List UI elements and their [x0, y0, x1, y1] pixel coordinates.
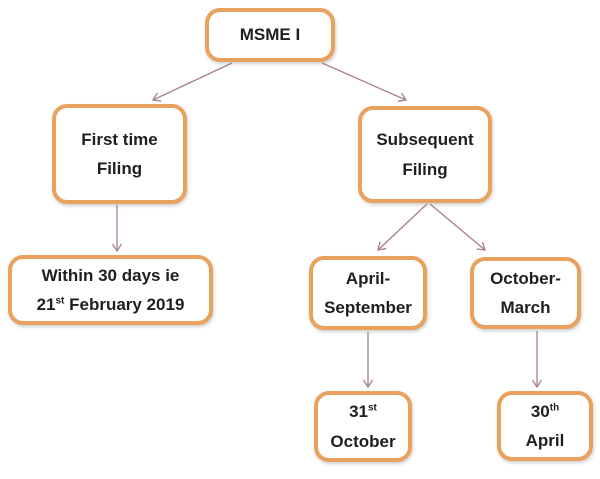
node-october-march: October- March — [470, 257, 581, 329]
deadline-month-year: February 2019 — [64, 295, 185, 314]
deadline-day: 21 — [36, 295, 56, 314]
node-msme-i-label: MSME I — [239, 25, 301, 45]
ordinal-superscript: st — [368, 402, 377, 414]
node-april-september-line2: September — [324, 298, 412, 317]
node-deadline-31-october: 31st October — [314, 391, 412, 462]
deadline-day: 30 — [530, 401, 550, 421]
node-first-time-filing-line2: Filing — [96, 159, 143, 178]
node-subsequent-filing-line1: Subsequent — [376, 130, 474, 150]
ordinal-superscript: st — [55, 295, 65, 307]
node-october-march-line2: March — [500, 298, 551, 317]
arrow-root-to-first-time-filing — [151, 62, 233, 102]
node-april-september-line1: April- — [345, 268, 391, 288]
node-deadline-30-april: 30th April — [497, 391, 593, 461]
node-first-time-deadline-line1: Within 30 days ie — [41, 265, 180, 285]
node-october-march-line1: October- — [490, 268, 561, 288]
node-deadline-30-april-month: April — [525, 431, 565, 450]
node-msme-i: MSME I — [205, 8, 335, 62]
ordinal-superscript: th — [549, 402, 560, 414]
node-deadline-31-october-day: 31st — [349, 397, 377, 426]
node-april-september: April- September — [309, 256, 427, 330]
node-deadline-31-october-month: October — [330, 431, 396, 451]
node-deadline-30-april-day: 30th — [531, 397, 559, 426]
arrow-root-to-subsequent-filing — [321, 62, 408, 102]
node-first-time-deadline: Within 30 days ie 21st February 2019 — [8, 255, 213, 325]
arrow-subsequent-to-april-september — [377, 203, 428, 251]
node-first-time-deadline-date: 21st February 2019 — [37, 290, 185, 319]
node-first-time-filing: First time Filing — [52, 104, 187, 204]
deadline-day: 31 — [349, 402, 368, 422]
node-subsequent-filing-line2: Filing — [402, 159, 448, 179]
arrow-subsequent-to-october-march — [429, 203, 486, 251]
node-first-time-filing-line1: First time — [81, 129, 158, 149]
node-subsequent-filing: Subsequent Filing — [358, 106, 492, 203]
